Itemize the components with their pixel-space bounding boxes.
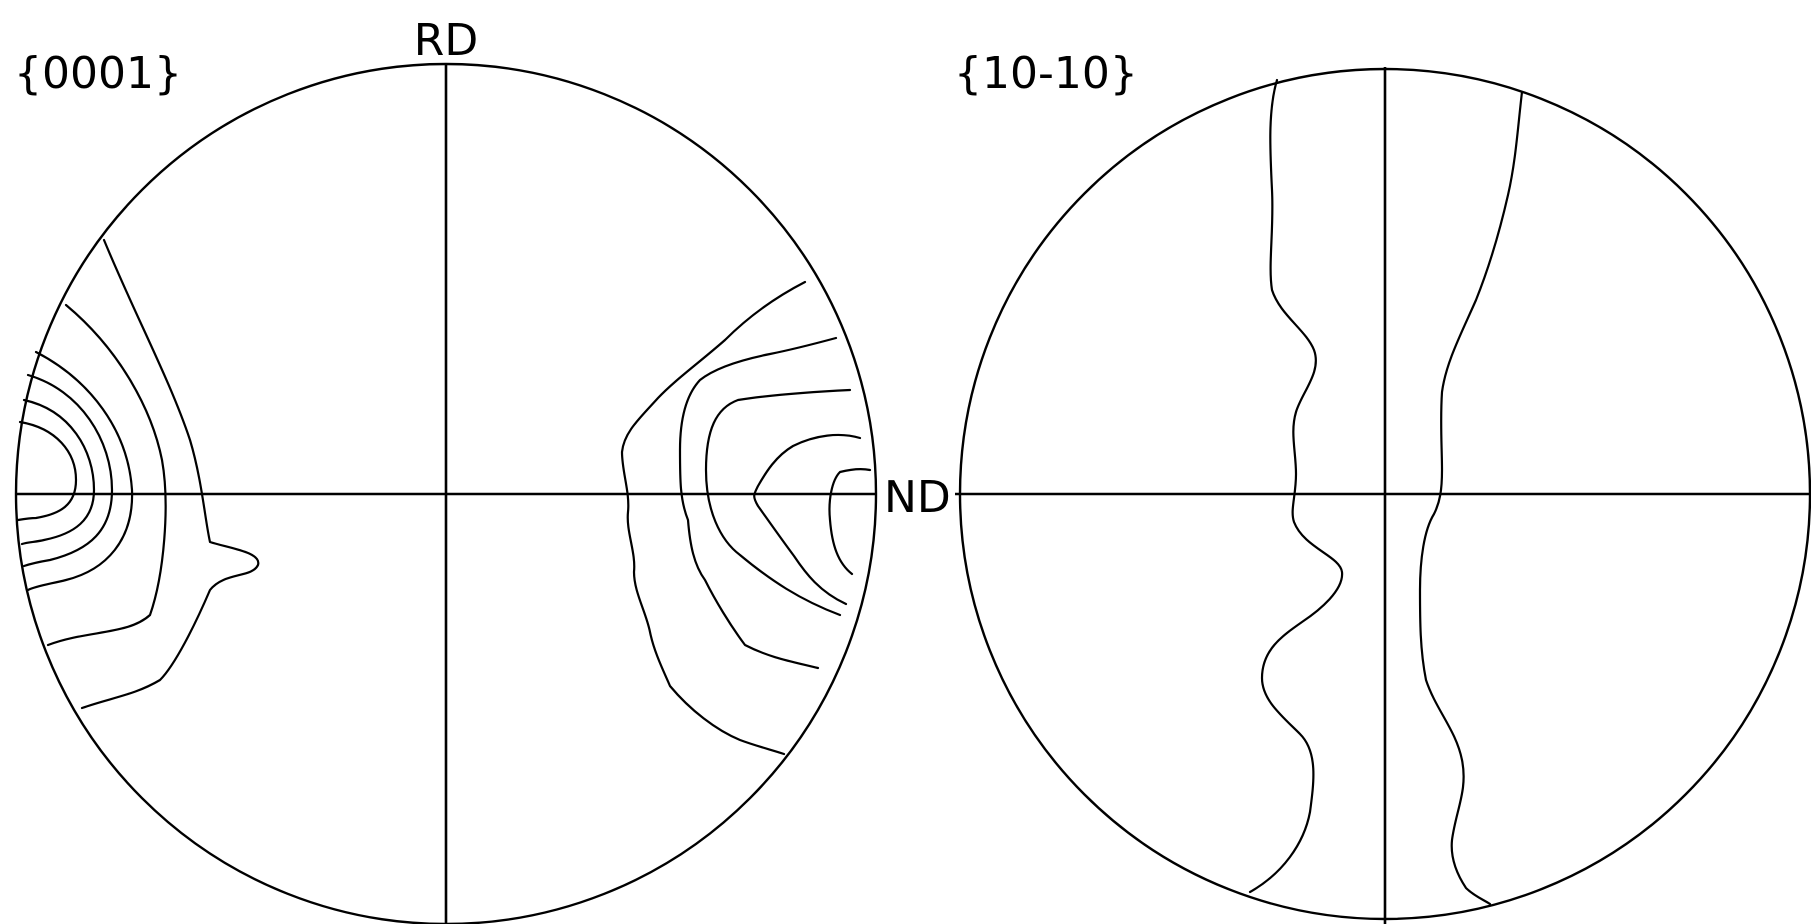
contour-right-1 [620,280,807,756]
contour-left-5 [20,398,96,546]
contour-band-left [1248,78,1344,894]
contour-left-6 [16,420,78,522]
contour-right-3 [704,388,852,617]
pole-figure-10-10-title: {10-10} [954,48,1138,99]
axis-label-rd: RD [414,15,478,66]
pole-figure-0001-title: {0001} [14,48,182,99]
contour-left-3 [26,350,134,592]
contour-right-5 [828,468,872,576]
pole-figure-0001 [14,62,878,924]
contour-left-1 [80,238,260,710]
contour-right-4 [753,433,862,606]
contour-left-2 [46,303,167,647]
contour-right-2 [678,336,838,670]
axis-label-nd: ND [884,472,951,523]
pole-figure-10-10 [955,67,1811,924]
contour-band-right [1418,90,1524,906]
contour-left-4 [22,373,114,568]
